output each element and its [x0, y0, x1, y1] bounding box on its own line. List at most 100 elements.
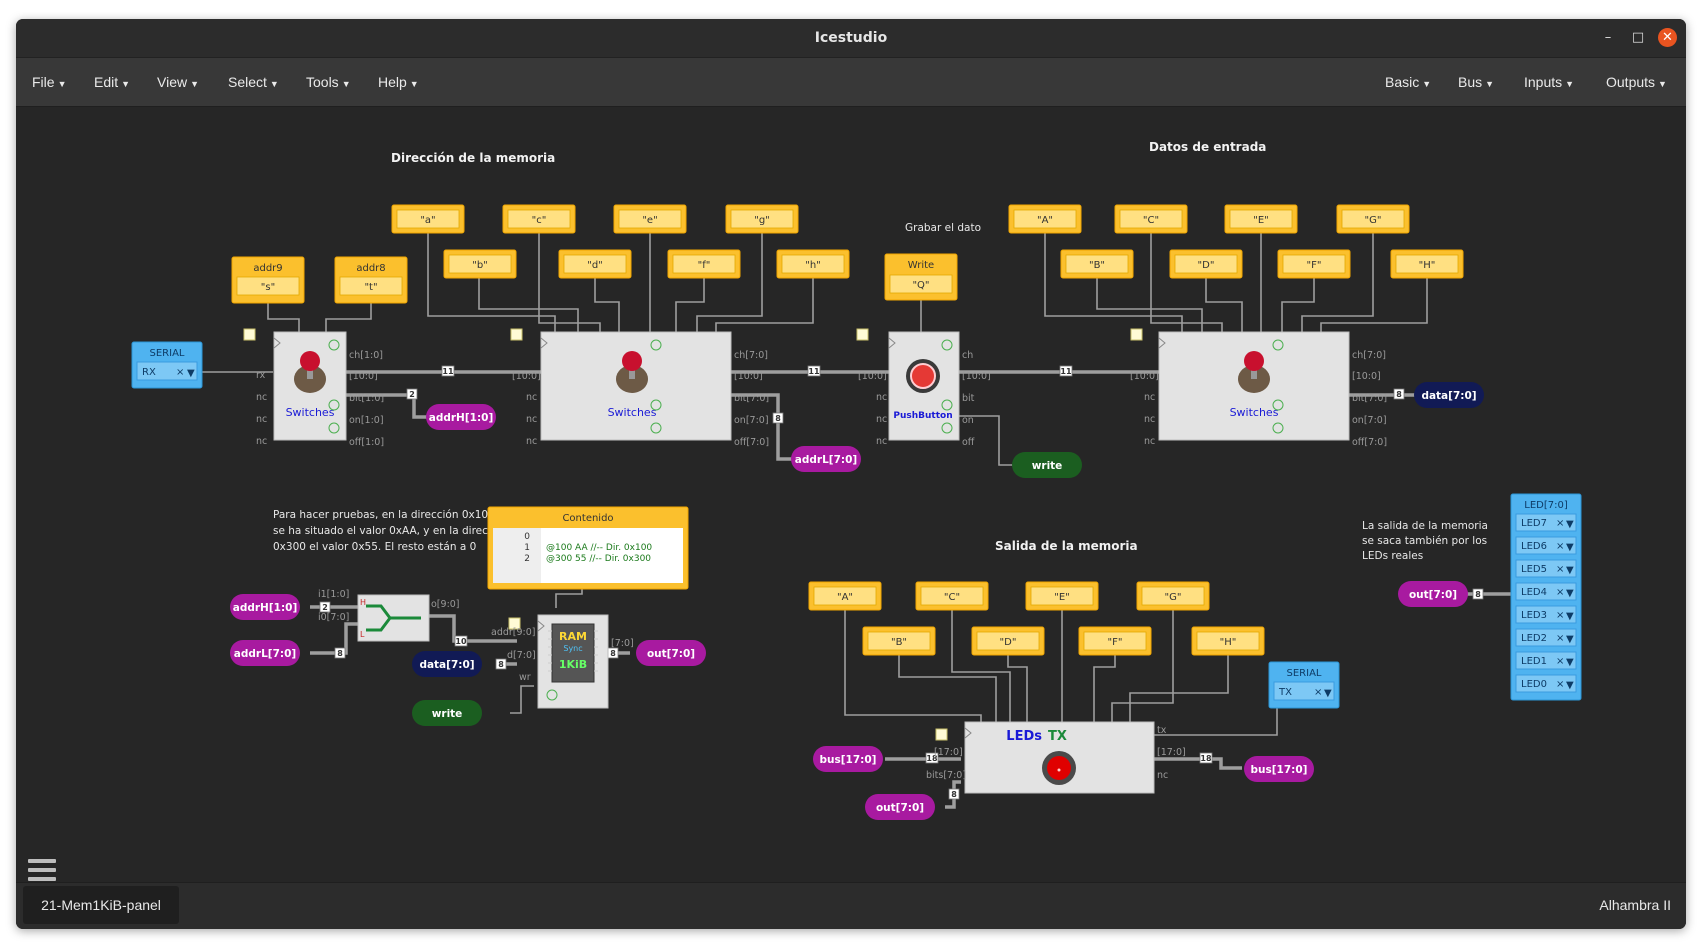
tag-bus-in[interactable]: bus[17:0]	[813, 746, 883, 772]
tag-data-in[interactable]: data[7:0]	[412, 651, 482, 677]
close-button[interactable]: ✕	[1658, 28, 1677, 47]
serial-pin-select[interactable]: TX	[1278, 687, 1292, 698]
menu-select[interactable]: Select▼	[228, 74, 279, 90]
led-pin-1[interactable]: LED1×▼	[1515, 651, 1577, 670]
chevron-down-icon: ▼	[1566, 680, 1574, 691]
clear-icon[interactable]: ×	[1556, 633, 1564, 644]
constant-addr8[interactable]: addr8"t"	[334, 256, 408, 304]
tag-addrL-in[interactable]: addrL[7:0]	[230, 640, 300, 666]
constant-out-A[interactable]: "A"	[808, 581, 882, 611]
constant-d[interactable]: "d"	[558, 249, 632, 279]
clear-icon[interactable]: ×	[1556, 587, 1564, 598]
constant-out-H[interactable]: "H"	[1191, 626, 1265, 656]
switches-block-data[interactable]: Switches [10:0] nc nc nc ch[7:0] [10:0] …	[1130, 328, 1387, 448]
constant-G[interactable]: "G"	[1336, 204, 1410, 234]
constant-out-E[interactable]: "E"	[1025, 581, 1099, 611]
clear-icon[interactable]: ×	[1556, 610, 1564, 621]
led-pin-6[interactable]: LED6×▼	[1515, 536, 1577, 555]
constant-h[interactable]: "h"	[776, 249, 850, 279]
block-label: TX	[1048, 729, 1067, 744]
hamburger-menu-icon[interactable]	[28, 859, 56, 886]
constant-c[interactable]: "c"	[502, 204, 576, 234]
tag-out-ram[interactable]: out[7:0]	[636, 640, 706, 666]
caret-down-icon: ▼	[190, 79, 200, 89]
led-output-panel[interactable]: LED[7:0] LED7×▼ LED6×▼ LED5×▼ LED4×▼ LED…	[1510, 493, 1582, 701]
constant-out-G[interactable]: "G"	[1136, 581, 1210, 611]
clear-icon[interactable]: ×	[1556, 656, 1564, 667]
serial-tx-block[interactable]: SERIAL TX × ▼	[1268, 661, 1340, 709]
tag-out-leds-tx[interactable]: out[7:0]	[865, 794, 935, 820]
tag-addrH-in[interactable]: addrH[1:0]	[230, 594, 300, 620]
chevron-down-icon: ▼	[1566, 611, 1574, 622]
leds-tx-block[interactable]: LEDs TX [17:0] bits[7:0] tx [17:0] nc	[926, 721, 1186, 794]
led-pin-7[interactable]: LED7×▼	[1515, 513, 1577, 532]
constant-g[interactable]: "g"	[725, 204, 799, 234]
design-canvas[interactable]: 11 11 11 2 8 8 2 8 10 8 8 18 8 18 8 Dire…	[16, 107, 1686, 882]
tag-addrL-out[interactable]: addrL[7:0]	[791, 446, 861, 472]
clear-icon[interactable]: ×	[1556, 564, 1564, 575]
bus-size: 11	[1060, 367, 1072, 376]
menu-outputs[interactable]: Outputs▼	[1606, 74, 1667, 90]
menu-label: Help	[378, 74, 407, 90]
pin-label: [10:0]	[962, 371, 991, 382]
constant-C[interactable]: "C"	[1114, 204, 1188, 234]
tag-out-leds[interactable]: out[7:0]	[1398, 581, 1468, 607]
led-pin-4[interactable]: LED4×▼	[1515, 582, 1577, 601]
menu-tools[interactable]: Tools▼	[306, 74, 351, 90]
menu-basic[interactable]: Basic▼	[1385, 74, 1431, 90]
tag-bus-out[interactable]: bus[17:0]	[1244, 756, 1314, 782]
switches-block-addr-low[interactable]: Switches [10:0] nc nc nc ch[7:0] [10:0] …	[510, 328, 769, 448]
switches-block-addr-high[interactable]: Switches rx nc nc nc ch[1:0] [10:0] bit[…	[243, 328, 384, 448]
constant-a[interactable]: "a"	[391, 204, 465, 234]
menu-edit[interactable]: Edit▼	[94, 74, 130, 90]
menu-bus[interactable]: Bus▼	[1458, 74, 1494, 90]
constant-D[interactable]: "D"	[1169, 249, 1243, 279]
clear-icon[interactable]: ×	[176, 367, 184, 378]
bus-join-block[interactable]: H L i1[1:0] i0[7:0] o[9:0]	[318, 589, 460, 642]
memory-content-block[interactable]: Contenido 0 1 2 @100 AA //-- Dir. 0x100 …	[487, 506, 689, 590]
constant-write[interactable]: Write"Q"	[884, 253, 958, 301]
constant-out-B[interactable]: "B"	[862, 626, 936, 656]
constant-b[interactable]: "b"	[443, 249, 517, 279]
tag-addrH-out[interactable]: addrH[1:0]	[426, 404, 496, 430]
constant-f[interactable]: "f"	[667, 249, 741, 279]
menu-help[interactable]: Help▼	[378, 74, 419, 90]
file-tab[interactable]: 21-Mem1KiB-panel	[23, 886, 179, 924]
tag-write-out[interactable]: write	[1012, 452, 1082, 478]
constant-addr9[interactable]: addr9"s"	[231, 256, 305, 304]
constant-E[interactable]: "E"	[1224, 204, 1298, 234]
constant-A[interactable]: "A"	[1008, 204, 1082, 234]
led-pin-3[interactable]: LED3×▼	[1515, 605, 1577, 624]
constant-e[interactable]: "e"	[613, 204, 687, 234]
clear-icon[interactable]: ×	[1556, 518, 1564, 529]
serial-pin-select[interactable]: RX	[142, 367, 156, 378]
board-name[interactable]: Alhambra II	[1599, 897, 1671, 913]
pushbutton-block[interactable]: PushButton [10:0] nc nc nc ch [10:0] bit…	[856, 328, 991, 448]
menu-label: View	[157, 74, 188, 90]
tag-write-in[interactable]: write	[412, 700, 482, 726]
tag-data-out[interactable]: data[7:0]	[1414, 382, 1484, 408]
constant-B[interactable]: "B"	[1060, 249, 1134, 279]
menu-inputs[interactable]: Inputs▼	[1524, 74, 1574, 90]
maximize-button[interactable]: □	[1631, 30, 1645, 45]
serial-rx-block[interactable]: SERIAL RX × ▼	[131, 341, 203, 389]
memory-line[interactable]: @100 AA //-- Dir. 0x100	[546, 543, 652, 553]
clear-icon[interactable]: ×	[1556, 541, 1564, 552]
menu-view[interactable]: View▼	[157, 74, 199, 90]
minimize-button[interactable]: –	[1604, 30, 1612, 45]
ram-block[interactable]: RAM Sync 1KiB addr[9:0] d[7:0] wr [7:0]	[491, 614, 634, 709]
menu-file[interactable]: File▼	[32, 74, 66, 90]
constant-F[interactable]: "F"	[1277, 249, 1351, 279]
serial-title: SERIAL	[1287, 668, 1322, 679]
status-bar: 21-Mem1KiB-panel Alhambra II	[16, 882, 1686, 929]
constant-out-C[interactable]: "C"	[915, 581, 989, 611]
constant-H[interactable]: "H"	[1390, 249, 1464, 279]
led-pin-2[interactable]: LED2×▼	[1515, 628, 1577, 647]
constant-out-D[interactable]: "D"	[971, 626, 1045, 656]
constant-out-F[interactable]: "F"	[1078, 626, 1152, 656]
memory-line[interactable]: @300 55 //-- Dir. 0x300	[546, 554, 651, 564]
clear-icon[interactable]: ×	[1314, 687, 1322, 698]
led-pin-0[interactable]: LED0×▼	[1515, 674, 1577, 693]
led-pin-5[interactable]: LED5×▼	[1515, 559, 1577, 578]
clear-icon[interactable]: ×	[1556, 679, 1564, 690]
